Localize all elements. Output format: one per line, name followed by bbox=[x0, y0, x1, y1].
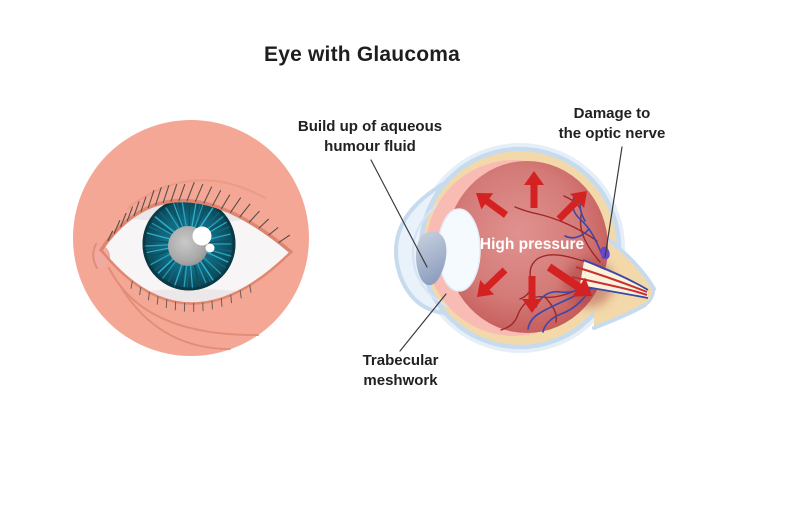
front-eye-illustration bbox=[73, 120, 309, 356]
lower-eyelid-edge bbox=[99, 248, 293, 305]
optic-nerve-core bbox=[571, 259, 649, 299]
iris-rim bbox=[142, 200, 236, 291]
pressure-arrow bbox=[476, 193, 509, 218]
pupil-highlight-small bbox=[205, 243, 215, 253]
optic-nerve-outline-bottom bbox=[592, 303, 647, 330]
aqueous-pointer-line bbox=[370, 159, 428, 268]
cross-section-illustration bbox=[393, 143, 656, 353]
optic-pointer-line bbox=[604, 146, 623, 258]
upper-eyelid-edge bbox=[99, 198, 293, 254]
aqueous-fluid-buildup bbox=[415, 231, 447, 286]
upper-eyelashes bbox=[107, 182, 291, 243]
optic-nerve-outline-tip bbox=[643, 287, 656, 307]
optic-nerve-damage-dot bbox=[600, 246, 610, 260]
label-trabecular-meshwork: Trabecular meshwork bbox=[362, 352, 439, 389]
label-optic-nerve-damage: Damage to the optic nerve bbox=[558, 105, 666, 142]
pressure-arrow bbox=[524, 171, 544, 208]
annotation-lines bbox=[370, 146, 623, 352]
lower-eyelashes bbox=[130, 280, 252, 312]
pupil-highlight-large bbox=[192, 226, 212, 246]
pressure-arrow bbox=[556, 191, 587, 222]
caruncle-crease bbox=[92, 243, 98, 269]
page-title: Eye with Glaucoma bbox=[264, 43, 460, 66]
cornea-inner-line bbox=[411, 195, 450, 308]
eyelid-crease bbox=[126, 179, 267, 210]
label-aqueous-humour: Build up of aqueous humour fluid bbox=[297, 118, 443, 155]
label-high-pressure: High pressure bbox=[479, 236, 585, 253]
pressure-arrow bbox=[522, 276, 542, 313]
skin-wrinkles bbox=[108, 267, 259, 350]
pressure-arrow bbox=[546, 263, 592, 297]
pressure-arrows bbox=[476, 171, 592, 313]
trabecular-pointer-line bbox=[399, 293, 447, 352]
caruncle bbox=[94, 246, 110, 268]
pressure-arrow bbox=[477, 267, 508, 297]
